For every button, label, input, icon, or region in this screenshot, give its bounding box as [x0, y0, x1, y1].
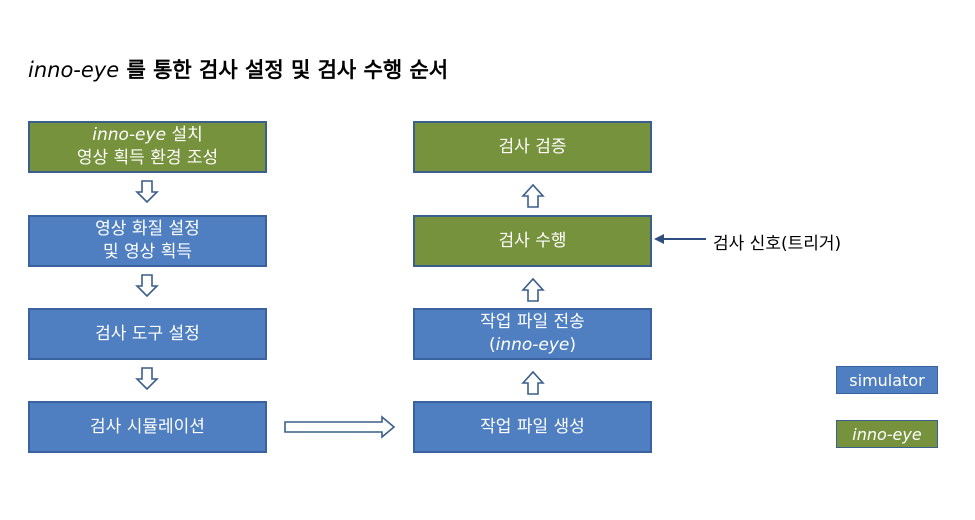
step-create-job-file-label: 작업 파일 생성 — [480, 416, 585, 437]
step-tool-setup: 검사 도구 설정 — [28, 308, 267, 360]
step-verify-inspection: 검사 검증 — [413, 121, 652, 173]
legend-simulator: simulator — [836, 366, 938, 394]
step-verify-inspection-label: 검사 검증 — [498, 136, 567, 157]
down-arrow-icon — [135, 180, 159, 204]
up-arrow-icon — [521, 370, 545, 395]
step-simulation-label: 검사 시뮬레이션 — [90, 416, 205, 437]
step-transfer-line2: (inno-eye) — [489, 334, 576, 357]
diagram-title: inno-eye 를 통한 검사 설정 및 검사 수행 순서 — [28, 54, 448, 84]
legend-inno-eye: inno-eye — [836, 420, 938, 448]
step-create-job-file: 작업 파일 생성 — [413, 401, 652, 453]
step-image-quality-line1: 영상 화질 설정 — [95, 219, 200, 239]
step-install-inno-eye: inno-eye 설치 영상 획득 환경 조성 — [28, 121, 267, 173]
step-image-quality: 영상 화질 설정 및 영상 획득 — [28, 215, 267, 267]
step-transfer-job-file: 작업 파일 전송 (inno-eye) — [413, 308, 652, 360]
step-transfer-brand: inno-eye — [495, 335, 570, 355]
paren-open: ( — [488, 335, 496, 355]
step-transfer-line1: 작업 파일 전송 — [480, 312, 585, 332]
paren-close: ) — [569, 335, 577, 355]
title-text: 를 통한 검사 설정 및 검사 수행 순서 — [119, 58, 449, 82]
step-run-inspection-label: 검사 수행 — [498, 230, 567, 251]
legend-simulator-label: simulator — [849, 370, 925, 390]
trigger-signal-label: 검사 신호(트리거) — [713, 234, 842, 254]
step-install-line2: 영상 획득 환경 조성 — [76, 148, 219, 168]
down-arrow-icon — [135, 274, 159, 298]
step-image-quality-line2: 및 영상 획득 — [102, 242, 192, 262]
up-arrow-icon — [521, 183, 545, 208]
down-arrow-icon — [135, 367, 159, 391]
step-run-inspection: 검사 수행 — [413, 215, 652, 267]
step-install-brand: inno-eye — [92, 125, 167, 145]
signal-arrow-head-icon — [654, 234, 664, 244]
step-install-line1: inno-eye 설치 — [92, 124, 202, 147]
step-tool-setup-label: 검사 도구 설정 — [95, 323, 200, 344]
legend-inno-eye-label: inno-eye — [852, 424, 922, 444]
title-brand: inno-eye — [28, 58, 120, 82]
up-arrow-icon — [521, 277, 545, 302]
step-simulation: 검사 시뮬레이션 — [28, 401, 267, 453]
right-arrow-icon — [284, 415, 396, 439]
step-install-label: 설치 — [166, 125, 203, 145]
